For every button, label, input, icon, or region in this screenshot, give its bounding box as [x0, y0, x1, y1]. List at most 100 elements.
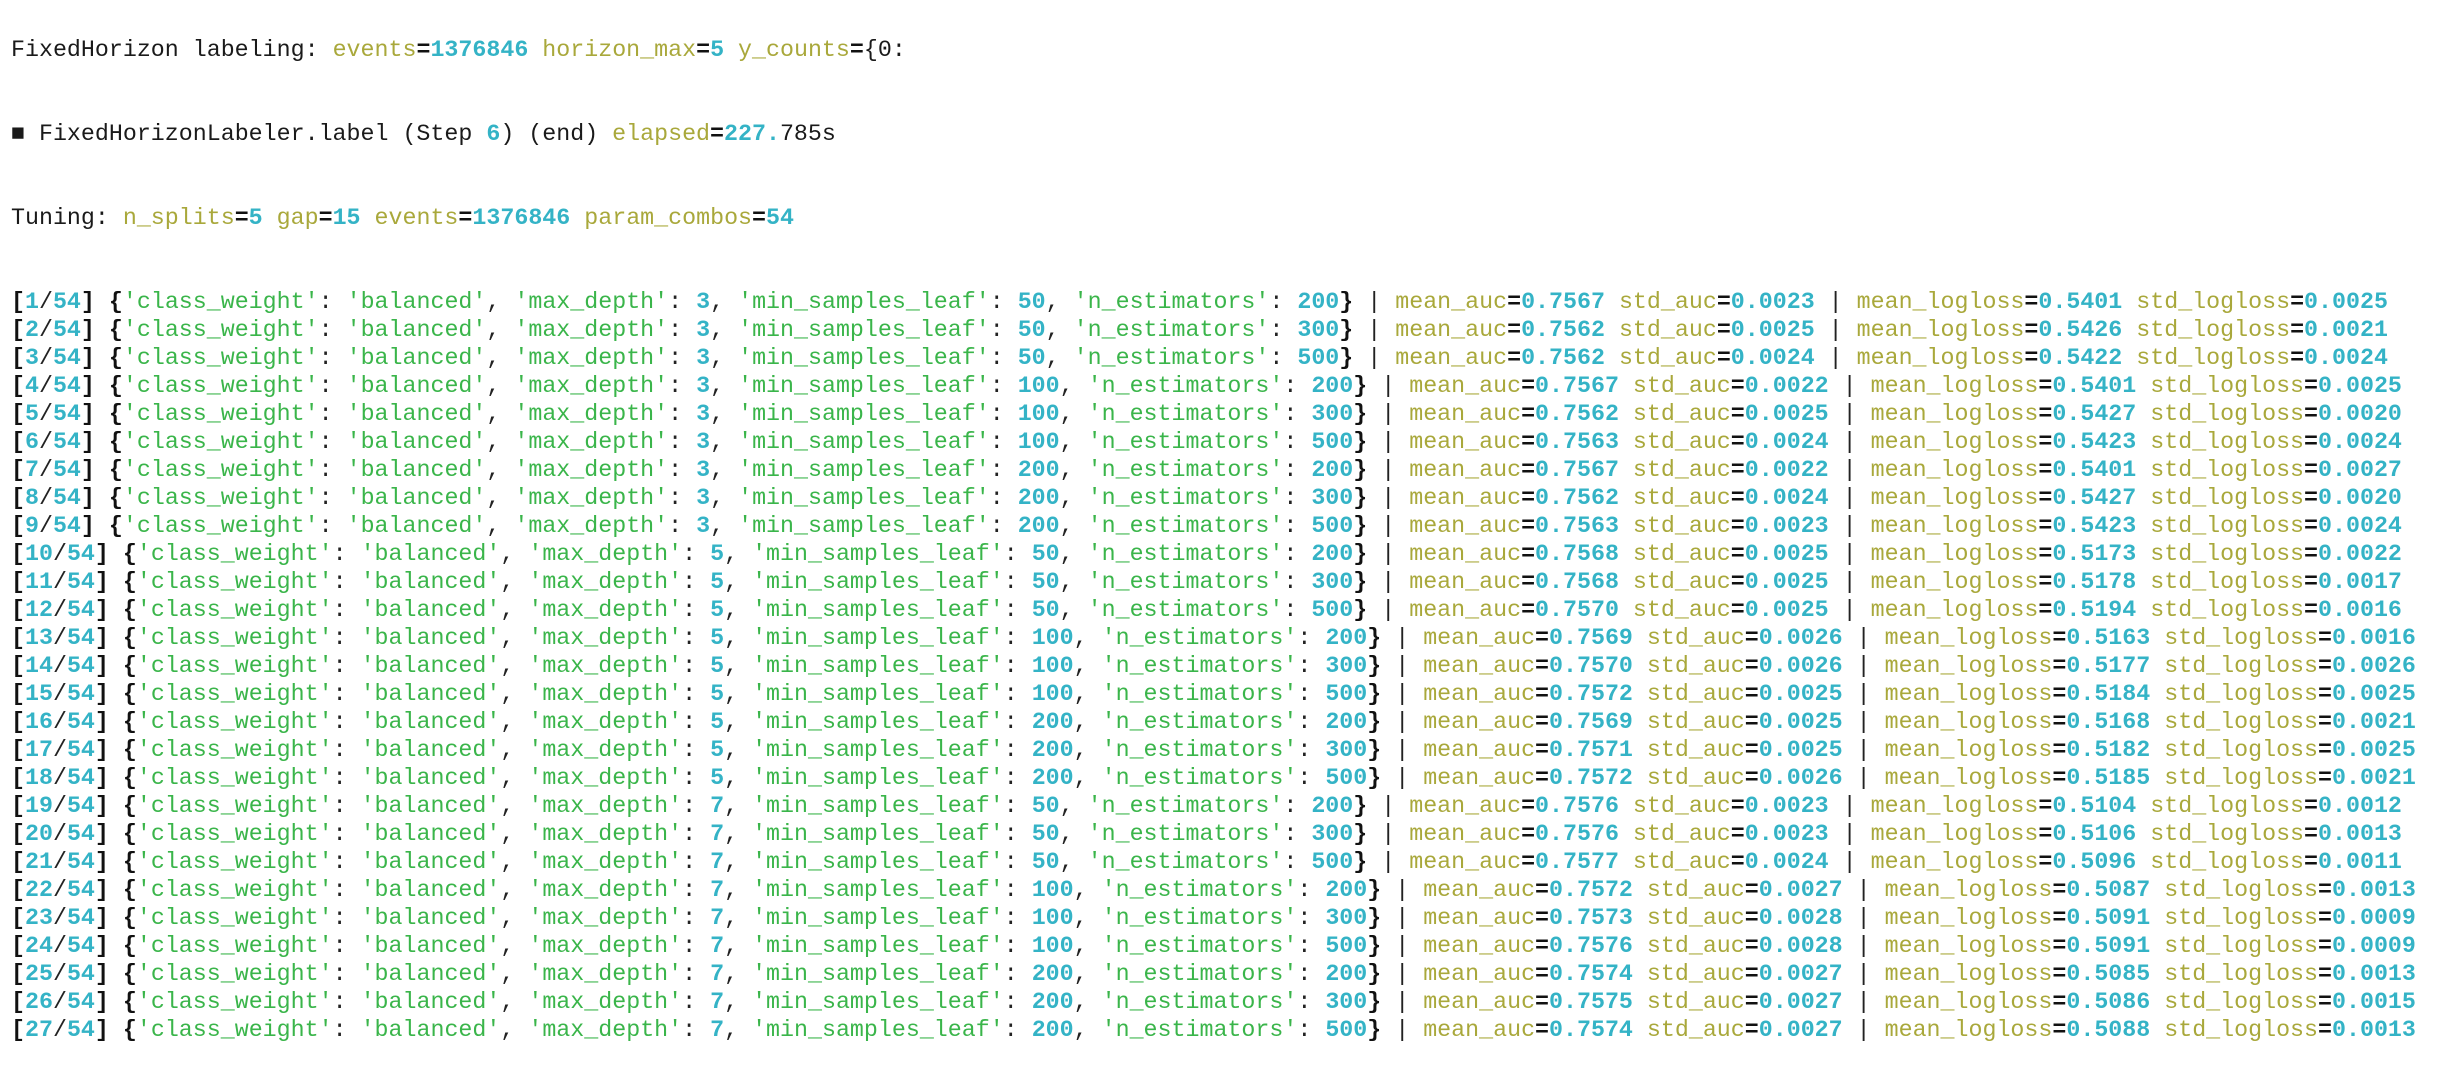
punctuation: , [1073, 625, 1102, 651]
metric-key: mean_auc [1409, 597, 1522, 623]
punctuation: ' [1101, 989, 1116, 1015]
punctuation: ' [1283, 877, 1298, 903]
metric-std-auc: 0.0024 [1744, 429, 1829, 455]
punctuation: : [682, 989, 711, 1015]
punctuation [2150, 877, 2164, 903]
metric-key: std_logloss [2164, 681, 2319, 707]
punctuation: } [1353, 821, 1368, 847]
punctuation: , [500, 737, 529, 763]
punctuation: = [1716, 317, 1731, 343]
punctuation [2136, 821, 2150, 847]
punctuation [1605, 289, 1619, 315]
punctuation: ' [668, 681, 683, 707]
punctuation [109, 653, 123, 679]
punctuation: ] [94, 737, 109, 763]
param-key: min_samples_leaf [752, 457, 976, 483]
metric-key: std_auc [1632, 821, 1731, 847]
metric-mean-auc: 0.7562 [1521, 317, 1605, 343]
punctuation: = [1730, 373, 1745, 399]
metric-key: mean_logloss [1856, 289, 2025, 315]
punctuation: ' [1087, 485, 1102, 511]
punctuation: ' [528, 989, 543, 1015]
punctuation: = [1521, 569, 1536, 595]
metric-key: std_auc [1618, 345, 1717, 371]
row-index: 9 [24, 513, 39, 539]
row-index: 24 [24, 933, 53, 959]
param-value-cw: balanced [374, 765, 487, 791]
punctuation: | [1381, 961, 1424, 987]
punctuation: = [1730, 597, 1745, 623]
punctuation: ] [94, 821, 109, 847]
punctuation: : [1003, 541, 1032, 567]
punctuation: ' [346, 401, 361, 427]
param-value-msl: 200 [1017, 457, 1060, 483]
punctuation: , [486, 345, 515, 371]
param-value-msl: 50 [1031, 597, 1060, 623]
metric-mean-auc: 0.7572 [1549, 681, 1633, 707]
param-value-md: 7 [710, 877, 725, 903]
terminal-output[interactable]: FixedHorizon labeling: events=1376846 ho… [11, 0, 2416, 1072]
punctuation: ' [528, 905, 543, 931]
punctuation: , [500, 765, 529, 791]
metric-mean-auc: 0.7568 [1535, 541, 1619, 567]
punctuation: = [1744, 653, 1759, 679]
punctuation: ' [668, 765, 683, 791]
metric-key: std_auc [1646, 933, 1745, 959]
punctuation: : [332, 793, 361, 819]
param-key: n_estimators [1115, 1017, 1284, 1043]
row-total: 54 [66, 989, 95, 1015]
punctuation: | [1381, 1017, 1424, 1043]
param-value-ne: 500 [1311, 597, 1354, 623]
punctuation: ' [975, 513, 990, 539]
punctuation: ' [528, 933, 543, 959]
metric-key: mean_logloss [1870, 373, 2039, 399]
param-value-md: 7 [710, 961, 725, 987]
punctuation: , [486, 485, 515, 511]
metric-std-logloss: 0.0020 [2318, 485, 2402, 511]
punctuation: ' [1101, 877, 1116, 903]
row-total: 54 [66, 569, 95, 595]
punctuation: | [1842, 681, 1885, 707]
punctuation: } [1339, 317, 1354, 343]
horizon-value: 5 [710, 37, 725, 63]
punctuation: [ [11, 373, 25, 399]
param-value-ne: 300 [1297, 317, 1340, 343]
punctuation: , [1073, 709, 1102, 735]
param-key: class_weight [150, 765, 319, 791]
param-key: max_depth [528, 513, 655, 539]
param-key: class_weight [150, 905, 319, 931]
param-value-cw: balanced [374, 821, 487, 847]
param-key: min_samples_leaf [766, 569, 990, 595]
metric-key: std_logloss [2164, 737, 2319, 763]
punctuation: ' [528, 849, 543, 875]
metric-key: std_logloss [2150, 849, 2305, 875]
punctuation [2122, 345, 2136, 371]
punctuation: ' [654, 485, 669, 511]
metric-std-logloss: 0.0017 [2318, 569, 2402, 595]
punctuation [95, 345, 109, 371]
punctuation: ' [514, 429, 529, 455]
metric-std-logloss: 0.0013 [2332, 961, 2416, 987]
punctuation: , [724, 1017, 753, 1043]
punctuation: ' [528, 877, 543, 903]
param-key: class_weight [150, 877, 319, 903]
punctuation [109, 989, 123, 1015]
param-value-cw: balanced [374, 569, 487, 595]
param-value-cw: balanced [374, 849, 487, 875]
punctuation: ' [528, 765, 543, 791]
punctuation: { [122, 541, 137, 567]
punctuation: ' [486, 989, 501, 1015]
result-row: [16/54] {'class_weight': 'balanced', 'ma… [11, 708, 2416, 736]
punctuation: / [38, 373, 53, 399]
punctuation: ' [1269, 597, 1284, 623]
row-total: 54 [52, 289, 81, 315]
punctuation: } [1367, 1017, 1382, 1043]
punctuation: : [682, 905, 711, 931]
metric-mean-logloss: 0.5422 [2038, 345, 2123, 371]
punctuation: = [2038, 401, 2053, 427]
metric-mean-auc: 0.7567 [1535, 373, 1619, 399]
punctuation: ' [752, 541, 767, 567]
labeling-line: FixedHorizon labeling: events=1376846 ho… [11, 37, 920, 63]
events-value: 1376846 [430, 37, 529, 63]
punctuation: ' [318, 933, 333, 959]
